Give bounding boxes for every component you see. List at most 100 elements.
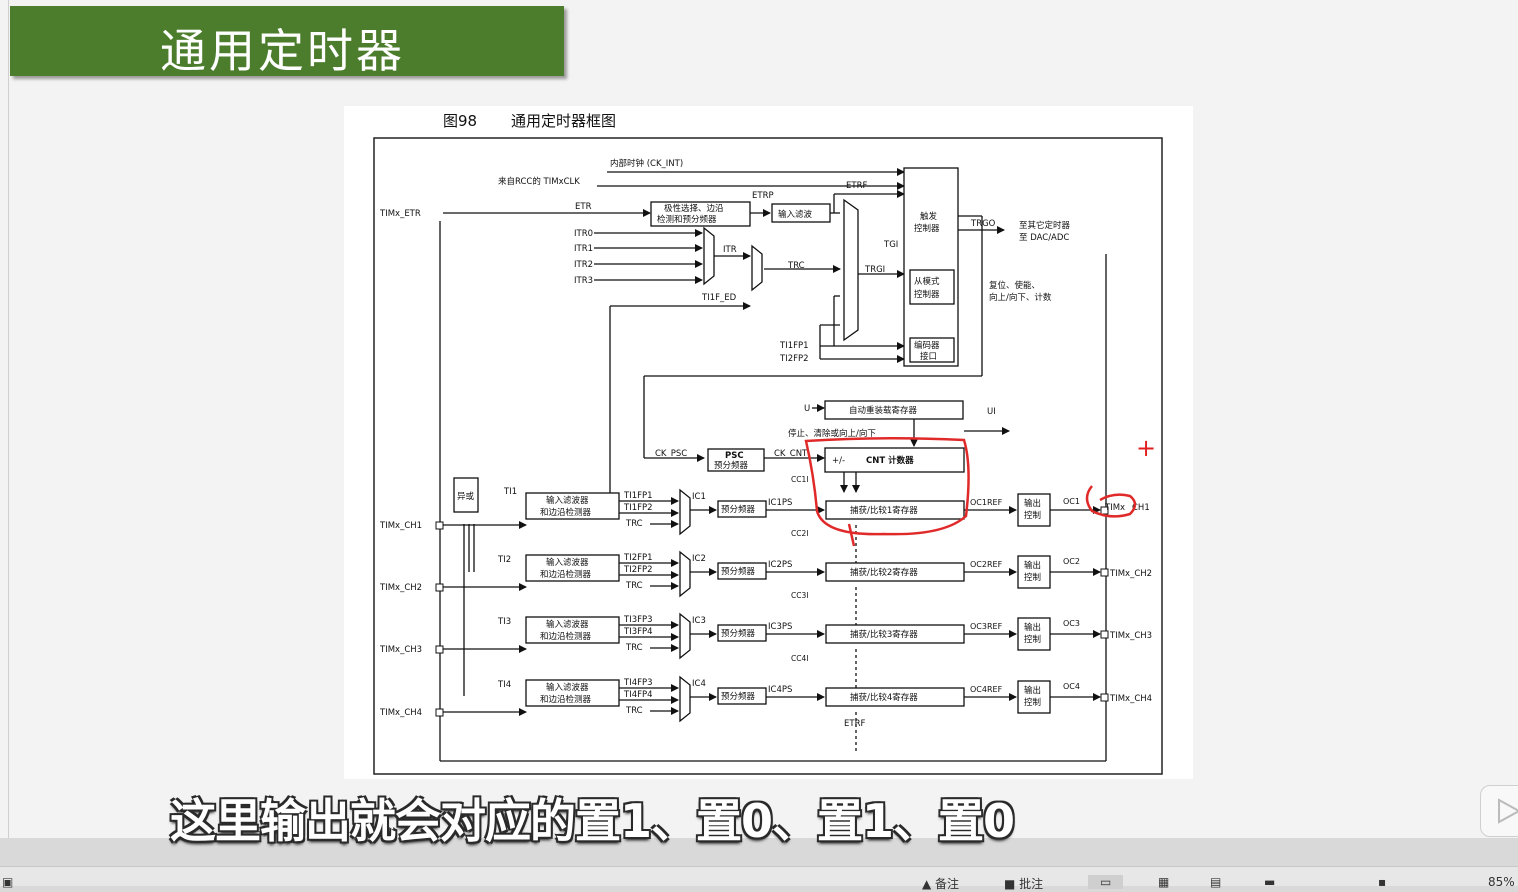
cc4-label: CC4I (791, 654, 808, 663)
trgo-dest-1: 至其它定时器 (1019, 220, 1071, 231)
encoder-text-1: 编码器 (914, 340, 940, 351)
ti1f-ed-label: TI1F_ED (701, 293, 737, 303)
trgi-label: TRGI (864, 265, 885, 275)
ch3-outctl-text-2: 控制 (1024, 634, 1041, 645)
rcc-label: 来自RCC的 TIMxCLK (498, 176, 580, 187)
slideshow-button[interactable]: ▬ (1264, 875, 1276, 889)
normal-view-button[interactable]: ▭ (1088, 875, 1124, 889)
sorter-view-button[interactable]: ▦ (1158, 875, 1170, 889)
red-annotation (804, 436, 1137, 547)
ch1-filter-text-2: 和边沿检测器 (540, 507, 592, 518)
slave-text-1: 从模式 (914, 276, 940, 287)
ch1-input-label: TIMx_CH1 (379, 521, 422, 531)
ch1-trc-label: TRC (625, 519, 643, 529)
tgi-label: TGI (883, 240, 898, 250)
ch1-fp-a: TI1FP1 (623, 491, 653, 501)
ch4-filter-text-2: 和边沿检测器 (540, 694, 592, 705)
ch4-output-pin (1100, 693, 1109, 702)
psc-text-1: PSC (725, 451, 744, 461)
ch1-input-pin (435, 521, 444, 530)
ch1-filter-text-1: 输入滤波器 (546, 495, 589, 506)
ck-cnt-label: CK_CNT (774, 449, 808, 459)
ch1-prescaler-text: 预分频器 (721, 504, 756, 515)
comments-button[interactable]: ■ 批注 (1004, 877, 1044, 891)
oc2ref-label: OC2REF (970, 560, 1003, 569)
play-button[interactable] (1480, 785, 1518, 837)
ch2-prescaler-box (717, 562, 767, 580)
cc2-label: CC2I (791, 529, 808, 538)
slave-desc-2: 向上/向下、计数 (989, 292, 1052, 303)
cc3-label: CC3I (791, 591, 808, 600)
ic1-label: IC1 (692, 492, 706, 502)
trgo-label: TRGO (970, 219, 996, 229)
play-icon (1498, 798, 1518, 824)
etr-filter-box (771, 203, 831, 223)
ch3-capture-text: 捕获/比较3寄存器 (850, 629, 918, 640)
ch4-capture-text: 捕获/比较4寄存器 (850, 692, 918, 703)
ch2-prescaler-text: 预分频器 (721, 566, 756, 577)
ti2-label: TI2 (497, 555, 511, 565)
ch4-prescaler-text: 预分频器 (721, 691, 756, 702)
ch2-filter-box (525, 554, 620, 582)
ch2-outctl-text-1: 输出 (1024, 560, 1041, 571)
slide-icon: ▣ (2, 875, 14, 889)
reading-view-button[interactable]: ▤ (1210, 875, 1222, 889)
zoom-level[interactable]: 85% (1488, 875, 1515, 889)
ic4-label: IC4 (692, 679, 706, 689)
ch2-filter-text-2: 和边沿检测器 (540, 569, 592, 580)
ch2-filter-text-1: 输入滤波器 (546, 557, 589, 568)
ch2-trc-label: TRC (625, 581, 643, 591)
ti4-label: TI4 (497, 680, 511, 690)
ch1-output-pin (1100, 506, 1109, 515)
etrp-label: ETRP (752, 191, 774, 201)
trgo-dest-2: 至 DAC/ADC (1019, 233, 1069, 243)
polarity-text-2: 检测和预分频器 (657, 214, 717, 225)
ch1-mux (679, 488, 691, 536)
trigger-text-2: 控制器 (914, 223, 940, 234)
ch2-input-pin (435, 583, 444, 592)
autoreload-box (824, 400, 964, 420)
ic2ps-label: IC2PS (768, 560, 792, 570)
etrf-bottom-label: ETRF (844, 719, 865, 729)
ch1-filter-box (525, 492, 620, 520)
zoom-slider[interactable]: ▪ (1378, 875, 1387, 889)
stop-clear-label: 停止、清除或向上/向下 (788, 428, 876, 439)
diagram-svg: 图98 通用定时器框图 (373, 112, 1163, 775)
oc1ref-label: OC1REF (970, 498, 1003, 507)
ch3-mux (679, 612, 691, 660)
ch4-fp-a: TI4FP3 (623, 678, 653, 688)
ch3-input-pin (435, 645, 444, 654)
slave-text-2: 控制器 (914, 289, 940, 300)
ch3-trc-label: TRC (625, 643, 643, 653)
itr1-label: ITR1 (574, 244, 593, 254)
diagram-frame (373, 137, 1163, 775)
xor-box (453, 477, 479, 513)
ch3-output-label: TIMx_CH3 (1109, 631, 1152, 641)
ch3-filter-box (525, 616, 620, 644)
ch1-output-ctrl-box (1017, 493, 1051, 527)
notes-button[interactable]: ▲ 备注 (922, 877, 960, 891)
ch2-mux (679, 550, 691, 598)
ic3-label: IC3 (692, 616, 706, 626)
ck-int-label: 内部时钟 (CK_INT) (610, 158, 683, 169)
ti3-label: TI3 (497, 617, 511, 627)
slide-canvas: 通用定时器 图98 通用定时器框图 (0, 0, 1518, 848)
ch2-output-label: TIMx_CH2 (1109, 569, 1152, 579)
status-bar: ▣ ▲ 备注 ■ 批注 ▭ ▦ ▤ ▬ ▪ 85% (0, 866, 1518, 891)
cnt-box (824, 447, 965, 473)
autoreload-text: 自动重装载寄存器 (849, 405, 918, 416)
oc2-label: OC2 (1063, 557, 1080, 566)
ui-label: UI (987, 407, 996, 417)
itr3-label: ITR3 (574, 276, 593, 286)
ch1-outctl-text-1: 输出 (1024, 498, 1041, 509)
ch-out-1a: TIMx (1104, 503, 1125, 513)
ch3-fp-a: TI3FP3 (623, 615, 653, 625)
u-label: U (804, 404, 810, 414)
itr0-label: ITR0 (574, 229, 593, 239)
trigger-controller-box (903, 167, 959, 367)
ch4-input-label: TIMx_CH4 (379, 708, 422, 718)
trigger-text-1: 触发 (920, 211, 938, 222)
etr-label: ETR (575, 202, 592, 212)
ic3ps-label: IC3PS (768, 622, 792, 632)
ch3-fp-b: TI3FP4 (623, 627, 653, 637)
